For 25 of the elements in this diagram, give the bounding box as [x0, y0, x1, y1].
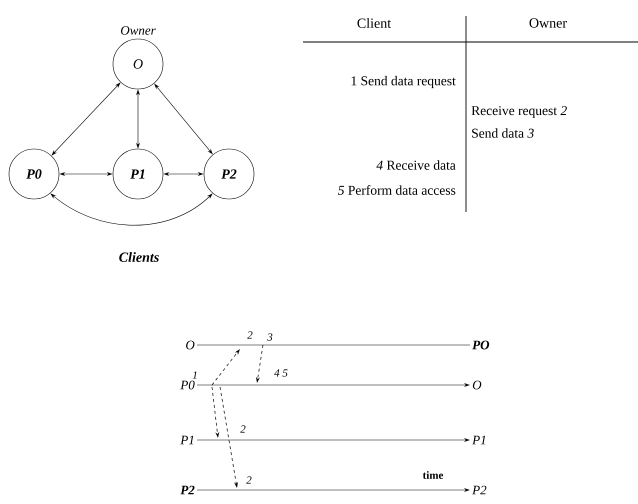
- group-label: Clients: [119, 252, 159, 262]
- node-heading: Owner: [120, 26, 156, 35]
- step-number: 2: [240, 425, 246, 433]
- axis-label: time: [422, 471, 444, 479]
- timeline-label: P2: [180, 486, 194, 494]
- step-number: 3: [267, 333, 272, 341]
- timeline-label: O: [472, 380, 482, 390]
- timeline-label: PO: [472, 340, 490, 350]
- step-number: 2: [246, 476, 252, 484]
- timeline-label: O: [186, 340, 194, 350]
- step-number: 1: [192, 371, 197, 379]
- arrow: [154, 84, 213, 154]
- column-header: Client: [357, 18, 392, 28]
- column-header: Owner: [530, 18, 567, 28]
- step-text: 4 Receive data: [376, 160, 456, 170]
- step-number: 4 5: [274, 369, 288, 377]
- step-text: 1 Send data request: [352, 76, 456, 88]
- step-text: Receive request 2: [472, 106, 567, 118]
- timeline-label: P1: [472, 436, 486, 444]
- timeline-label: P2: [472, 486, 486, 494]
- timeline-label: P0: [180, 380, 195, 390]
- step-number: 2: [247, 331, 252, 339]
- step-text: Send data 3: [472, 128, 534, 138]
- timeline-label: P1: [180, 436, 194, 444]
- step-text: 5 Perform data access: [338, 185, 456, 195]
